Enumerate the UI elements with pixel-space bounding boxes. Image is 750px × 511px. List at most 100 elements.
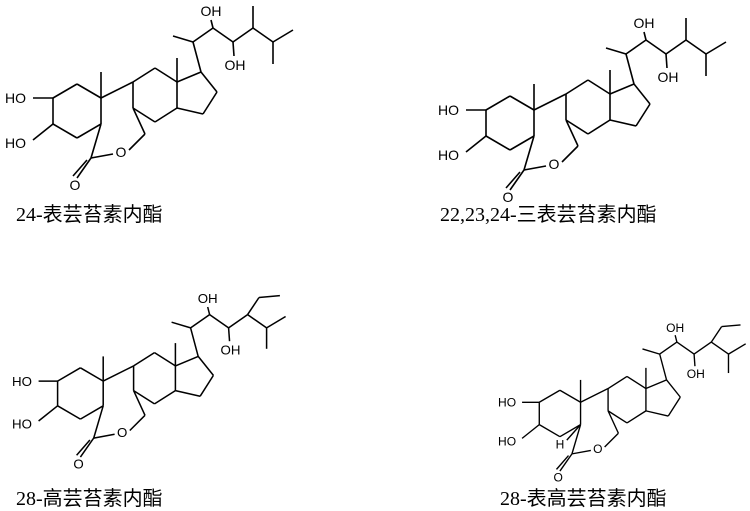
bond [172,35,194,43]
bond [587,79,611,95]
bond [721,324,741,328]
bond [509,95,535,111]
bond [609,83,635,95]
bond [523,165,547,171]
bond [38,405,59,422]
bond [192,27,214,43]
bond [90,153,114,159]
bond [154,389,176,405]
bond [232,41,235,57]
atom-label-oh: OH [225,57,246,73]
bond [154,351,176,367]
bond [247,313,268,329]
bond [175,355,199,367]
atom-label-ho: HO [5,135,26,151]
bond [565,79,589,95]
bond [132,107,156,123]
bond-skeleton [521,324,747,472]
bond [676,341,695,355]
bond [128,133,146,151]
bond [538,389,561,403]
atom-label-ho: HO [498,434,516,448]
structure-24-epibrassinolide: HO HO O O OH OH [5,3,294,193]
bond-skeleton [465,18,727,191]
bond [505,171,521,189]
bond [72,159,88,177]
bond [76,123,102,139]
bond-skeleton [38,294,286,458]
bond [667,396,681,417]
structure-28-homobrassinolide: HO HO O O OH OH [12,291,286,472]
atom-label-ho: HO [5,90,26,106]
bond [587,119,611,135]
atom-label-ho: HO [498,396,516,410]
bond [129,414,146,432]
bond-skeleton [32,6,294,179]
bond [607,410,620,434]
bond [133,351,155,367]
atom-label-ho: HO [438,147,459,163]
bond [523,135,535,171]
bond [246,297,260,316]
bond [571,424,582,455]
bond [227,327,231,342]
bond [565,119,589,135]
bond [580,387,609,403]
bond [154,67,178,83]
bond [100,81,134,99]
atom-label-oh: OH [221,343,241,358]
bond [625,53,635,85]
bond [565,119,579,147]
bond [604,432,619,448]
bond [521,424,540,439]
atom-label-oh: OH [198,291,218,306]
bond [197,355,214,376]
bond [57,405,81,420]
bond [189,327,199,357]
bond [609,119,637,127]
bond [561,145,579,163]
bond [133,389,155,405]
bond [76,439,91,456]
atom-label-oh: OH [687,367,705,381]
bond [685,39,707,55]
bond [665,53,668,69]
bond [645,379,667,390]
atom-label-ring-o: O [116,144,127,160]
bond [465,135,487,153]
atom-label-ho: HO [438,102,459,118]
bond [509,135,535,151]
atom-label-carbonyl-o: O [73,457,83,472]
bond [79,437,95,458]
atom-label-ho: HO [12,417,32,432]
bond [645,410,669,417]
atom-label-oh: OH [201,3,222,19]
bond [252,27,274,43]
bond [728,343,747,355]
atom-label-oh: OH [658,69,679,85]
bond [555,455,570,470]
bond [693,354,696,367]
bond [52,83,78,99]
bond [566,424,582,441]
bond [52,123,78,139]
bond [710,326,723,343]
structure-22-23-24-triepibrassinolide: HO HO O O OH OH [438,15,727,205]
bond [258,294,280,299]
bond [666,379,681,398]
bond [132,67,156,83]
bond [176,71,202,83]
bond [210,19,214,29]
bond [485,135,511,151]
bond [559,424,581,438]
atom-label-ring-o: O [117,425,127,440]
compound-name: 28-高芸苔素内酯 [16,488,163,510]
bond [643,31,647,41]
bond [175,389,201,398]
bond [642,348,660,355]
bond [206,306,211,315]
atom-label-h: H [556,438,565,452]
bond [228,313,249,329]
bond [93,433,115,439]
bond [80,367,104,382]
